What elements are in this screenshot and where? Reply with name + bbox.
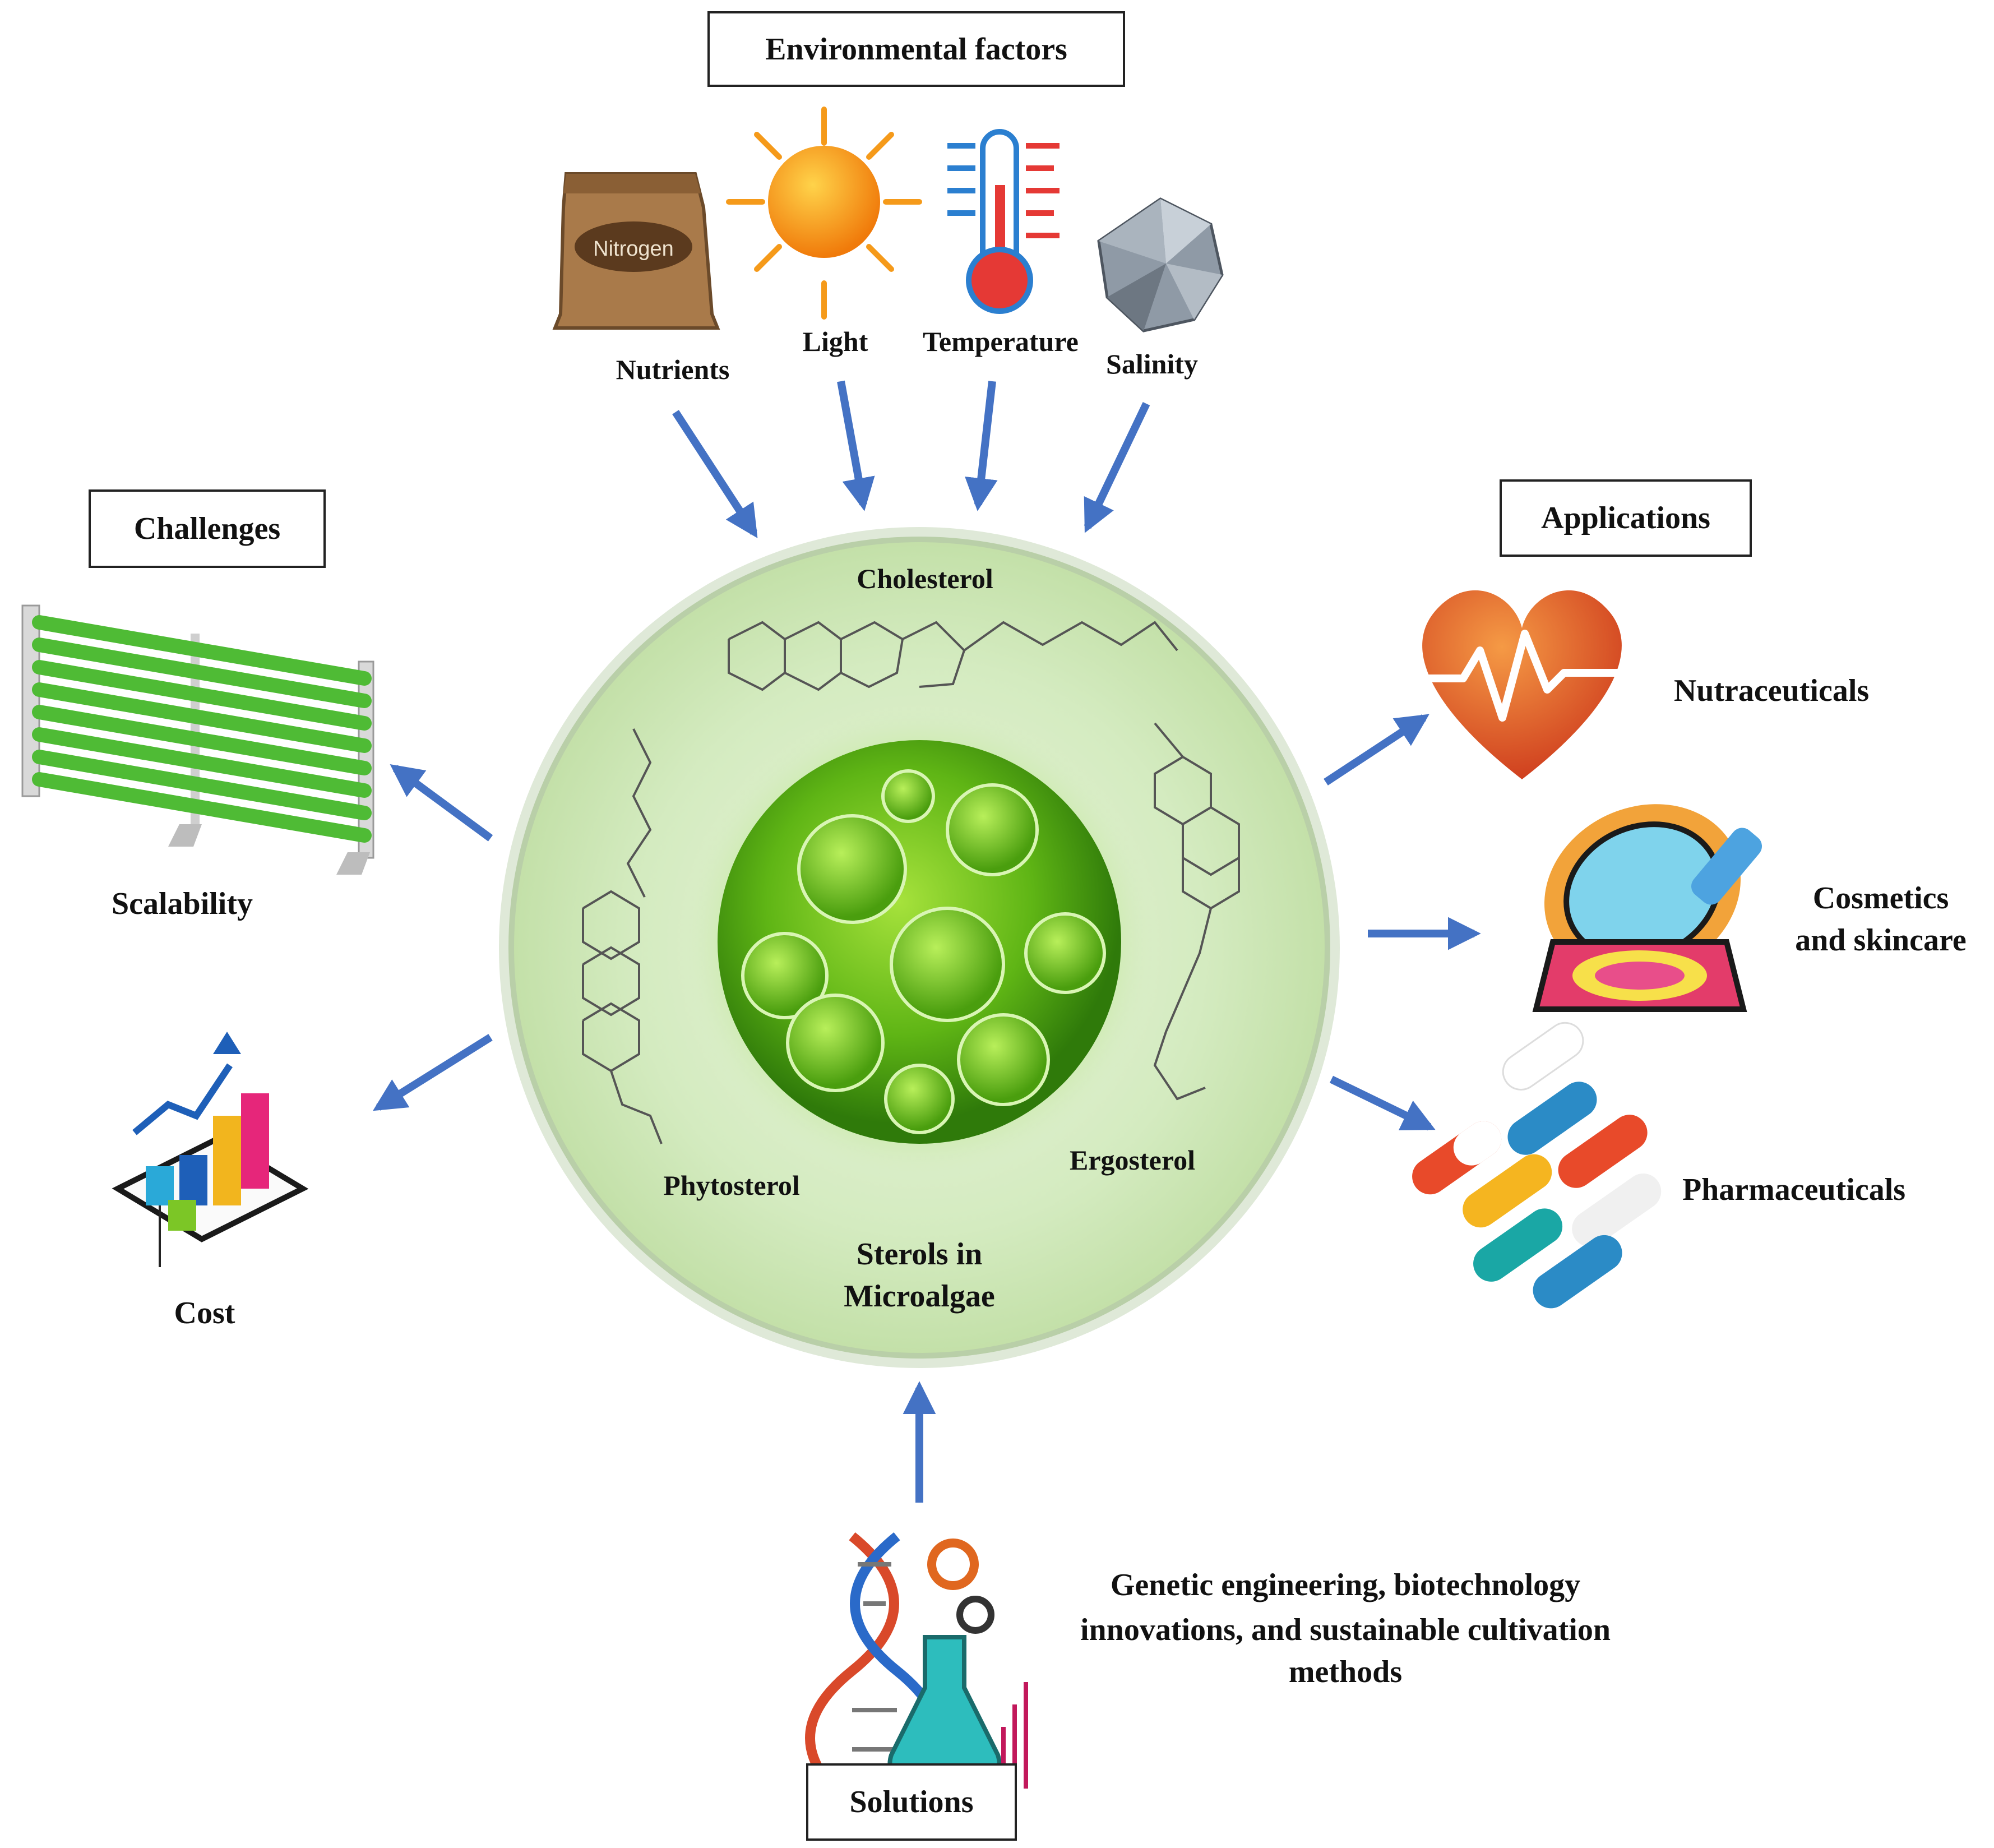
thermometer-icon xyxy=(947,129,1060,314)
heart-icon xyxy=(1404,590,1637,779)
label-pharmaceuticals: Pharmaceuticals xyxy=(1682,1172,1906,1207)
label-light: Light xyxy=(802,326,868,357)
cost-chart-icon xyxy=(112,1032,309,1267)
arrow-cost xyxy=(373,1034,493,1111)
arrow-light xyxy=(837,380,875,511)
label-scalability: Scalability xyxy=(111,886,253,921)
label-cosmetics-line1: Cosmetics xyxy=(1812,881,1949,916)
microalgae-cell xyxy=(499,527,1340,1368)
solutions-text-line2: innovations, and sustainable cultivation xyxy=(1080,1613,1611,1647)
label-phytosterol: Phytosterol xyxy=(663,1170,800,1201)
arrow-nutraceuticals xyxy=(1324,714,1429,786)
salt-crystal-icon xyxy=(1097,197,1224,332)
cholesterol-structure xyxy=(728,621,1178,691)
arrow-scalability xyxy=(390,764,493,842)
label-center-line2: Microalgae xyxy=(844,1279,995,1314)
label-center-line1: Sterols in xyxy=(856,1237,983,1272)
label-cost: Cost xyxy=(174,1296,235,1330)
label-temperature: Temperature xyxy=(923,326,1079,357)
applications-header: Applications xyxy=(1500,479,1752,557)
nitrogen-bag-text: Nitrogen xyxy=(593,237,674,261)
label-ergosterol: Ergosterol xyxy=(1069,1144,1196,1176)
arrow-temperature xyxy=(965,381,998,511)
arrow-salinity xyxy=(1084,401,1150,533)
label-nutraceuticals: Nutraceuticals xyxy=(1673,673,1870,708)
solutions-text-line3: methods xyxy=(1288,1655,1403,1689)
environmental-factors-header: Environmental factors xyxy=(707,11,1125,87)
arrows xyxy=(373,380,1481,1503)
sun-icon xyxy=(726,107,922,320)
label-cholesterol: Cholesterol xyxy=(857,563,993,594)
pills-icon xyxy=(1412,1022,1662,1309)
ergosterol-structure xyxy=(1153,722,1240,1101)
vesicles xyxy=(741,769,1106,1134)
solutions-text-line1: Genetic engineering, biotechnology xyxy=(1110,1568,1581,1602)
photobioreactor-icon xyxy=(21,604,374,875)
label-salinity: Salinity xyxy=(1106,348,1198,380)
label-cosmetics-line2: and skincare xyxy=(1795,923,1967,958)
phytosterol-structure xyxy=(582,728,663,1144)
arrow-nutrients xyxy=(672,410,758,538)
solutions-header: Solutions xyxy=(806,1763,1017,1841)
nitrogen-bag-icon: Nitrogen xyxy=(552,172,720,330)
label-nutrients: Nutrients xyxy=(616,354,730,385)
challenges-header: Challenges xyxy=(89,489,326,568)
arrow-pharmaceuticals xyxy=(1329,1075,1436,1131)
cosmetics-compact-icon xyxy=(1532,804,1762,1012)
